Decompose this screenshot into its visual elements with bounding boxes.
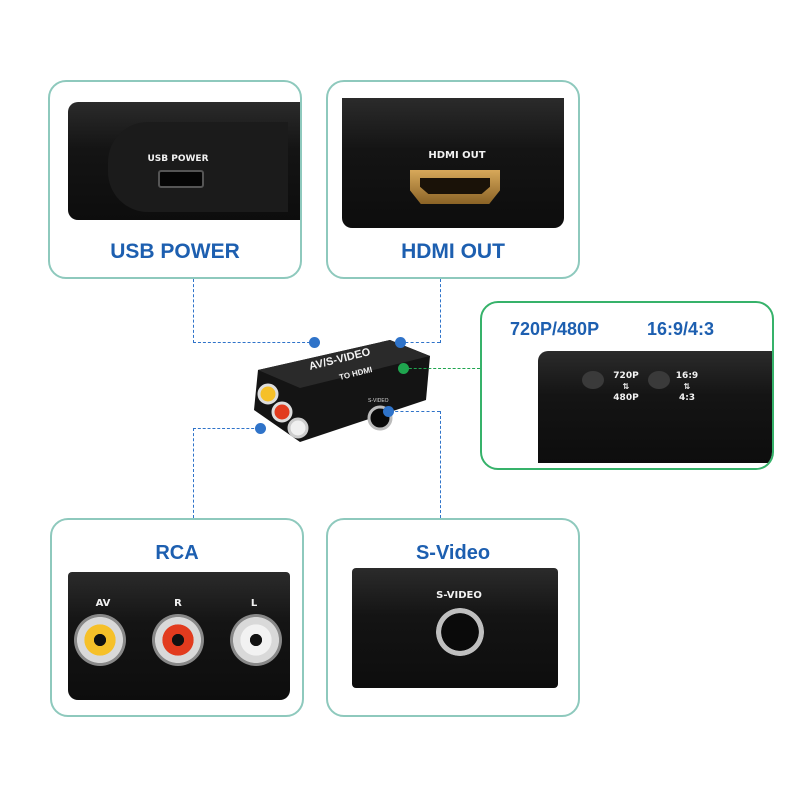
- connector-usb: [193, 279, 194, 343]
- resolution-button-arrows: ⇅: [622, 382, 630, 391]
- converter-device: AV/S-VIDEO TO HDMI S-VIDEO: [254, 340, 430, 442]
- device-jack-white: [287, 417, 309, 439]
- usb-power-title: USB POWER: [110, 240, 240, 263]
- switch-label-resolution: 720P/480P: [510, 319, 600, 339]
- svideo-port-label: S-VIDEO: [436, 590, 482, 601]
- rca-jack-r: [152, 614, 204, 666]
- rca-card: RCA AV R L: [50, 518, 304, 717]
- marker-rca: [255, 423, 266, 434]
- resolution-button-bottom: 480P: [613, 393, 639, 403]
- device-jack-yellow: [257, 383, 279, 405]
- marker-usb: [309, 337, 320, 348]
- switch-label-aspect: 16:9/4:3: [647, 319, 715, 339]
- hdmi-port-label: HDMI OUT: [428, 150, 486, 161]
- rca-photo: AV R L: [68, 572, 290, 700]
- connector-svideo: [390, 411, 440, 412]
- hdmi-out-photo: HDMI OUT: [342, 98, 564, 228]
- switch-photo: 720P ⇅ 480P 16:9 ⇅ 4:3: [538, 351, 772, 463]
- rca-title: RCA: [155, 542, 199, 564]
- resolution-button: [582, 371, 604, 389]
- marker-svideo: [383, 406, 394, 417]
- svideo-photo: S-VIDEO: [352, 568, 558, 688]
- svideo-port: [436, 608, 484, 656]
- connector-rca: [193, 428, 259, 429]
- connector-hdmi-h: [400, 342, 440, 343]
- svideo-card: S-Video S-VIDEO: [326, 518, 580, 717]
- usb-port-label: USB POWER: [147, 154, 209, 164]
- aspect-button: [648, 371, 670, 389]
- marker-switch: [398, 363, 409, 374]
- connector-svideo-v: [440, 411, 441, 518]
- usb-power-card: USB POWER USB POWER: [48, 80, 302, 279]
- hdmi-out-card: HDMI OUT HDMI OUT: [326, 80, 580, 279]
- usb-port-recess: [108, 122, 288, 212]
- connector-switch: [404, 368, 480, 369]
- hdmi-out-title: HDMI OUT: [401, 240, 505, 263]
- device-jack-red: [271, 401, 293, 423]
- resolution-button-top: 720P: [613, 371, 639, 381]
- micro-usb-port: [158, 170, 204, 188]
- aspect-button-bottom: 4:3: [678, 393, 696, 403]
- hdmi-port-inner: [420, 178, 490, 194]
- rca-label-l: L: [250, 598, 258, 609]
- connector-hdmi: [440, 279, 441, 343]
- rca-jack-l: [230, 614, 282, 666]
- marker-hdmi: [395, 337, 406, 348]
- svideo-title: S-Video: [415, 542, 491, 564]
- usb-power-photo: USB POWER: [68, 102, 300, 220]
- aspect-button-top: 16:9: [675, 371, 699, 381]
- device-svideo-label: S-VIDEO: [368, 398, 389, 404]
- connector-rca-v: [193, 428, 194, 518]
- rca-label-av: AV: [95, 598, 111, 609]
- rca-jack-av: [74, 614, 126, 666]
- connector-usb-h: [193, 342, 315, 343]
- rca-label-r: R: [174, 598, 182, 609]
- aspect-button-arrows: ⇅: [683, 382, 691, 391]
- switch-card: 720P/480P 16:9/4:3 720P ⇅ 480P 16:9 ⇅ 4:…: [480, 301, 774, 470]
